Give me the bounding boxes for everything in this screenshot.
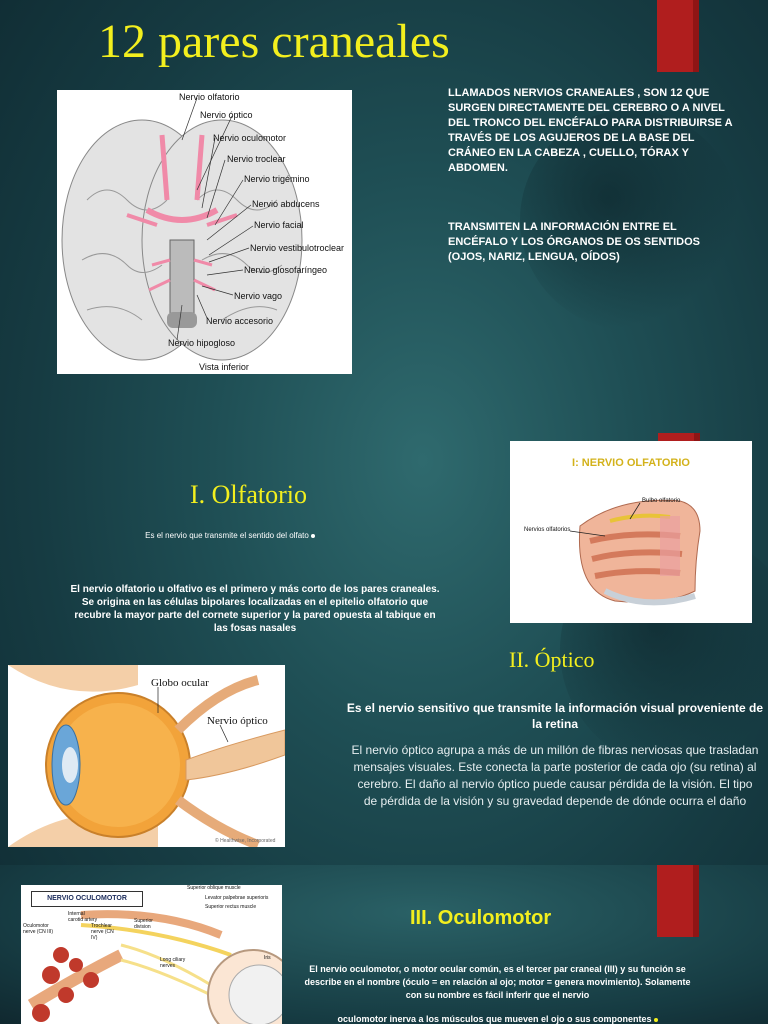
brain-illustration	[61, 97, 303, 361]
eye-credit: © Healthwise, Incorporated	[215, 838, 276, 844]
olfatorio-diagram-title: I: NERVIO OLFATORIO	[572, 457, 690, 469]
optico-title: II. Óptico	[509, 647, 595, 672]
label-internal-carotid: Internal carotid artery	[68, 911, 98, 923]
eye-label-nervio: Nervio óptico	[207, 715, 268, 727]
olfatorio-paragraph: El nervio olfatorio u olfativo es el pri…	[70, 584, 440, 634]
oculomotor-diagram: NERVIO OCULOMOTOR Superior oblique muscl…	[21, 885, 282, 1024]
nasal-illustration	[569, 499, 701, 606]
olfatorio-title: I. Olfatorio	[190, 480, 307, 509]
brain-caption: Vista inferior	[199, 362, 249, 372]
brain-diagram: Nervio olfatorio Nervio óptico Nervio oc…	[57, 90, 352, 374]
brain-label-vago: Nervio vago	[234, 291, 283, 301]
optico-bold-text: Es el nervio sensitivo que transmite la …	[346, 701, 764, 731]
label-superior-oblique: Superior oblique muscle	[187, 885, 241, 891]
olfatorio-short-text: Es el nervio que transmite el sentido de…	[60, 531, 400, 540]
label-superior-rectus: Superior rectus muscle	[205, 904, 257, 910]
brain-label-vestibulotroclear: Nervio vestibulotroclear	[250, 243, 345, 253]
second-paragraph: TRANSMITEN LA INFORMACIÓN ENTRE EL ENCÉF…	[448, 221, 701, 263]
eye-label-globo: Globo ocular	[151, 677, 209, 689]
eye-illustration	[8, 665, 285, 847]
oculomotor-paragraph-1: El nervio oculomotor, o motor ocular com…	[304, 964, 691, 1000]
oculomotor-illustration	[27, 910, 282, 1024]
slide-1: 12 pares craneales	[0, 0, 768, 420]
bullet-icon	[653, 1017, 658, 1022]
label-iris: Iris	[264, 955, 271, 961]
brain-label-oculomotor: Nervio oculomotor	[213, 133, 287, 143]
label-trochlear-nerve: Trochlear nerve (CN IV)	[91, 923, 114, 941]
brain-label-trigemino: Nervio trigémino	[244, 174, 310, 184]
olf-label-bulbo: Bulbo olfatorio	[642, 498, 681, 504]
red-accent-bar	[657, 0, 699, 72]
label-levator: Levator palpebrae superioris	[205, 895, 269, 901]
olfatorio-diagram: I: NERVIO OLFATORIO Bulbo olfatorio Nerv…	[510, 441, 752, 623]
eye-diagram: Globo ocular Nervio óptico © Healthwise,…	[8, 665, 285, 847]
label-oculomotor-nerve: Oculomotor nerve (CN III)	[23, 923, 54, 935]
oculomotor-diagram-title: NERVIO OCULOMOTOR	[31, 891, 143, 907]
brain-label-glosofaringeo: Nervio glosofaríngeo	[244, 265, 328, 275]
oculomotor-paragraph-2: oculomotor inerva a los músculos que mue…	[300, 1014, 695, 1024]
brain-label-facial: Nervio facial	[254, 220, 304, 230]
brain-label-olfatorio: Nervio olfatorio	[179, 92, 240, 102]
optico-paragraph: El nervio óptico agrupa a más de un mill…	[351, 743, 759, 808]
intro-paragraph: LLAMADOS NERVIOS CRANEALES , SON 12 QUE …	[448, 87, 733, 174]
slide-title: 12 pares craneales	[98, 15, 450, 68]
oculomotor-title: III. Oculomotor	[410, 907, 552, 929]
bullet-icon	[310, 533, 315, 538]
background-orb	[520, 110, 740, 330]
slide-2: I. Olfatorio Es el nervio que transmite …	[0, 420, 768, 865]
red-accent-bar	[657, 865, 699, 937]
slide-3: NERVIO OCULOMOTOR Superior oblique muscl…	[0, 865, 768, 1024]
brain-label-hipogloso: Nervio hipogloso	[168, 338, 236, 348]
brain-label-accesorio: Nervio accesorio	[206, 316, 274, 326]
label-superior-division: Superior division	[134, 918, 153, 930]
label-long-ciliary: Long ciliary nerves	[160, 957, 186, 969]
brain-label-abducens: Nervio abducens	[252, 199, 320, 209]
brain-label-troclear: Nervio troclear	[227, 154, 286, 164]
brain-label-optico: Nervio óptico	[200, 110, 253, 120]
olf-label-nervios: Nervios olfatorios	[524, 527, 571, 533]
